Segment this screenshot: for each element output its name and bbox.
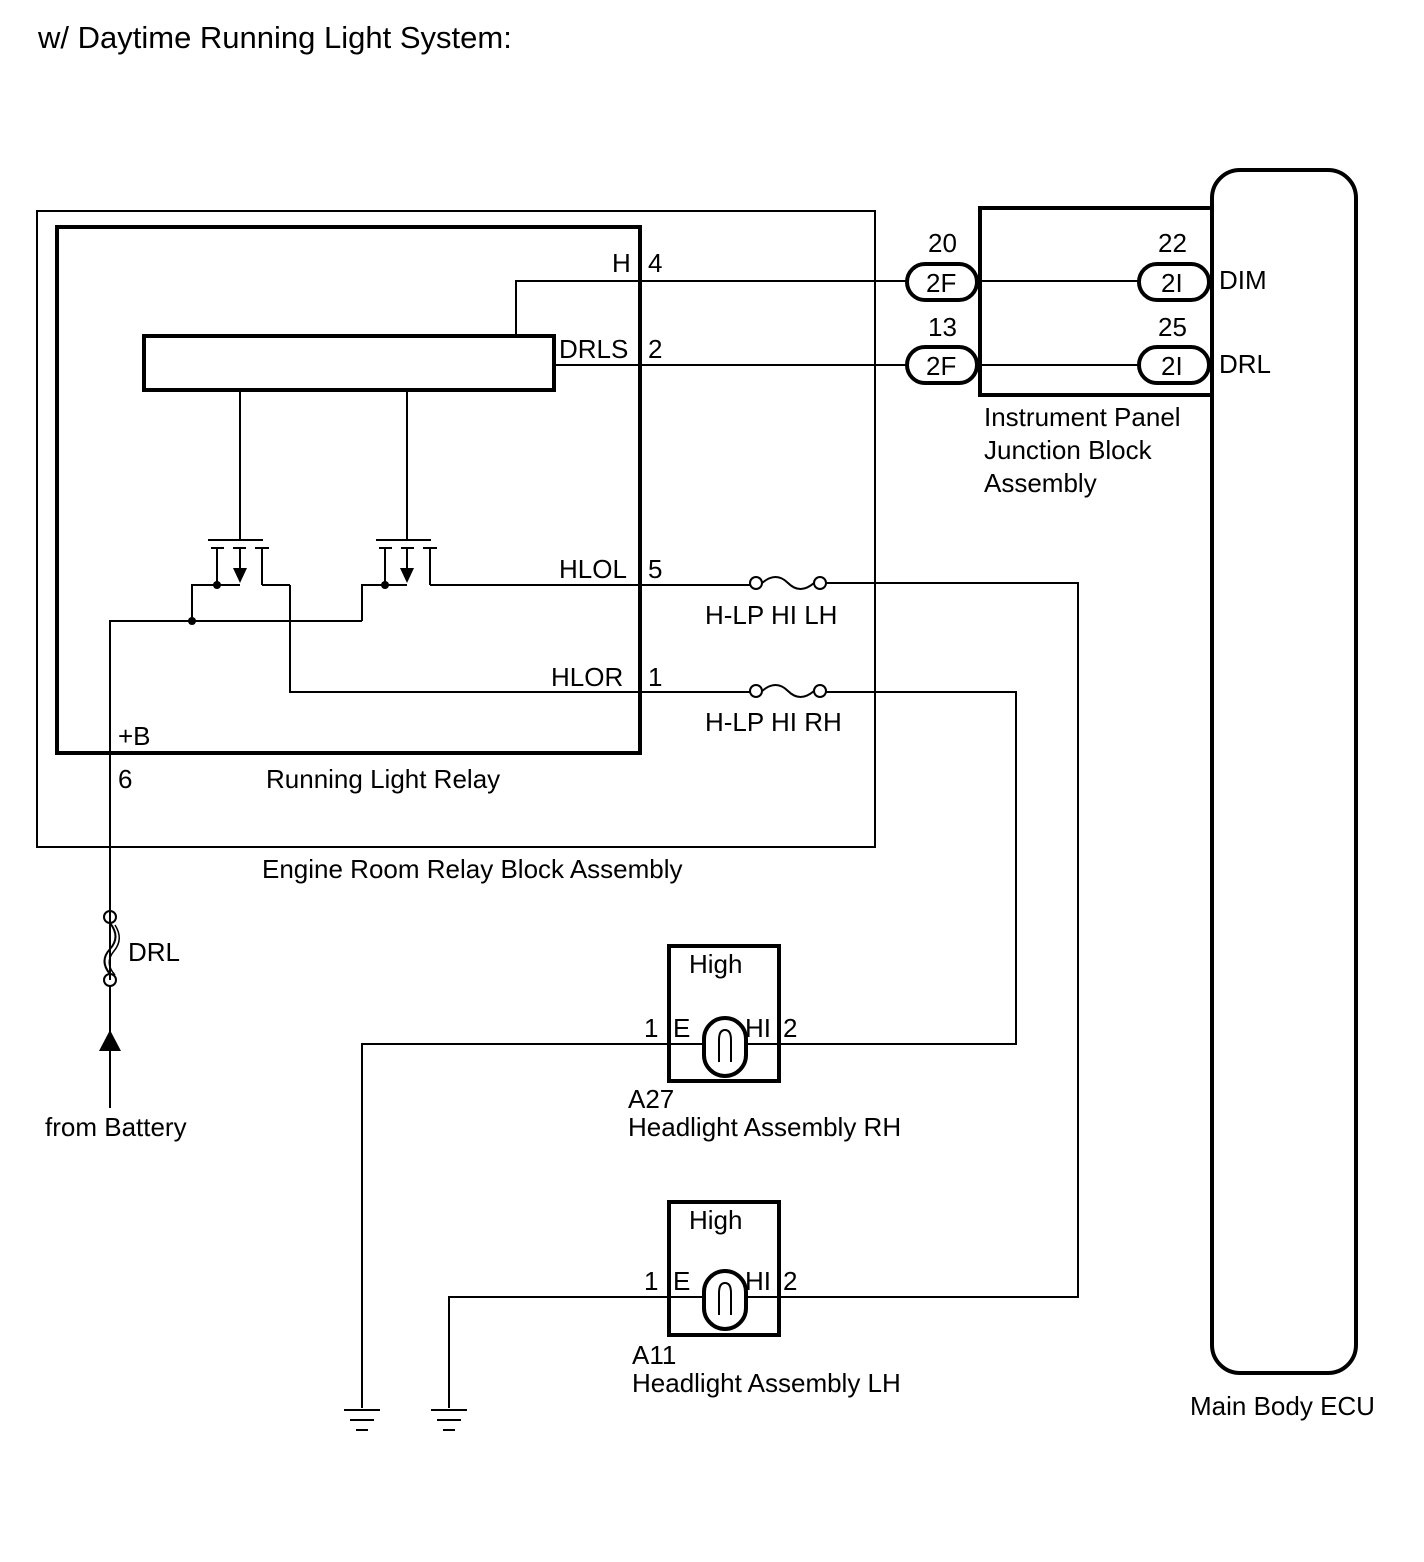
headlight-rh-name: Headlight Assembly RH (628, 1112, 901, 1142)
transistor-right (361, 390, 437, 621)
bulb-icon (669, 1016, 779, 1078)
headlight-rh-pin-1: 1 (644, 1013, 658, 1043)
pin-b-number: 6 (118, 764, 132, 794)
fuse-drl (103, 848, 120, 987)
connector-2i-a (1137, 262, 1211, 302)
pin-hlol-label: HLOL (559, 554, 627, 584)
headlight-lh-mode: High (689, 1205, 742, 1235)
junction-block-label-3: Assembly (984, 468, 1097, 498)
headlight-rh-box (667, 944, 781, 1083)
fuse-drl-label: DRL (128, 937, 180, 967)
headlight-lh-pin-2: 2 (783, 1266, 797, 1296)
connector-2i-b (1137, 345, 1211, 385)
transistor-left (191, 390, 290, 621)
junction-block-label-2: Junction Block (984, 435, 1153, 465)
conn-2f-a-label: 2F (926, 268, 956, 298)
fuse-lh (749, 576, 827, 590)
wire-hlor (289, 585, 750, 693)
fuse-rh-label: H-LP HI RH (705, 707, 842, 737)
ground-icon (344, 1409, 380, 1431)
relay-block-label: Engine Room Relay Block Assembly (262, 854, 683, 884)
pin-b-label: +B (118, 721, 151, 751)
battery-label: from Battery (45, 1112, 187, 1142)
headlight-lh-pin-e: E (673, 1266, 690, 1296)
ground-icon (431, 1409, 467, 1431)
pin-h-number: 4 (648, 248, 662, 278)
conn-2i-pin-22: 22 (1158, 228, 1187, 258)
fuse-rh (749, 684, 827, 698)
pin-h-label: H (612, 248, 631, 278)
headlight-rh-pin-hi: HI (745, 1013, 771, 1043)
wire-rh-ground (361, 1043, 669, 1408)
pin-hlor-label: HLOR (551, 662, 623, 692)
arrow-up-icon (99, 1030, 121, 1051)
pin-drls-label: DRLS (559, 334, 628, 364)
main-body-ecu (1210, 168, 1358, 1375)
pin-drls-number: 2 (648, 334, 662, 364)
headlight-lh-box (667, 1200, 781, 1337)
relay-block-outline (36, 210, 876, 848)
headlight-rh-code: A27 (628, 1084, 674, 1114)
ecu-drl-label: DRL (1219, 349, 1271, 379)
relay-outline (55, 225, 642, 755)
fuse-lh-label: H-LP HI LH (705, 600, 837, 630)
relay-control-module (142, 334, 556, 392)
headlight-rh-pin-e: E (673, 1013, 690, 1043)
ecu-label: Main Body ECU (1190, 1391, 1375, 1421)
wire-hlor-to-rh (779, 691, 1017, 1045)
wire-b-bus (109, 620, 362, 980)
conn-2i-pin-25: 25 (1158, 312, 1187, 342)
headlight-lh-pin-1: 1 (644, 1266, 658, 1296)
page-title: w/ Daytime Running Light System: (37, 20, 512, 55)
conn-2f-pin-20: 20 (928, 228, 957, 258)
bulb-icon (669, 1269, 779, 1331)
wire-h (515, 280, 906, 336)
headlight-rh-pin-2: 2 (783, 1013, 797, 1043)
conn-2f-b-label: 2F (926, 351, 956, 381)
headlight-lh-code: A11 (632, 1340, 676, 1370)
relay-label: Running Light Relay (266, 764, 500, 794)
pin-hlor-number: 1 (648, 662, 662, 692)
junction-block-label-1: Instrument Panel (984, 402, 1181, 432)
conn-2i-a-label: 2I (1161, 268, 1183, 298)
wire-hlol-to-lh (779, 582, 1079, 1298)
junction-dot (188, 617, 196, 625)
pin-hlol-number: 5 (648, 554, 662, 584)
headlight-lh-name: Headlight Assembly LH (632, 1368, 901, 1398)
headlight-lh-pin-hi: HI (745, 1266, 771, 1296)
conn-2f-pin-13: 13 (928, 312, 957, 342)
ecu-dim-label: DIM (1219, 265, 1267, 295)
headlight-rh-mode: High (689, 949, 742, 979)
wire-lh-ground (448, 1296, 669, 1408)
conn-2i-b-label: 2I (1161, 351, 1183, 381)
